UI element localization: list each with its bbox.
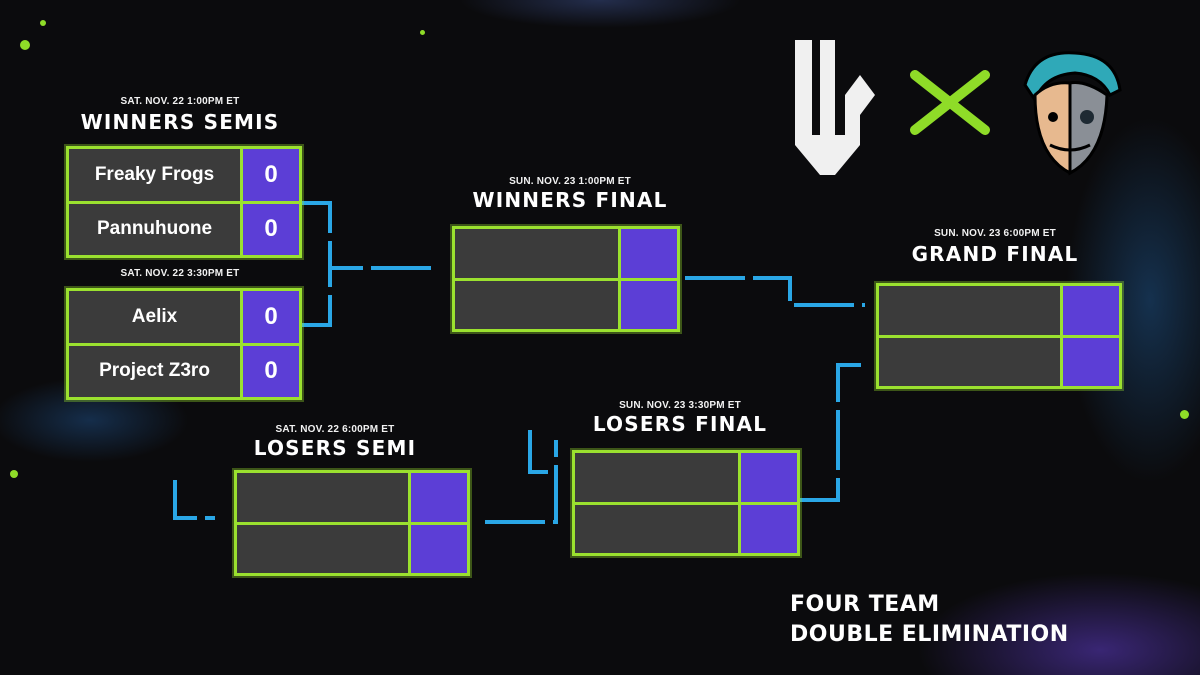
paint-splatter <box>420 30 425 35</box>
team-name: Project Z3ro <box>69 345 243 397</box>
losers-semi-match <box>234 470 470 576</box>
score-slot <box>1063 286 1119 335</box>
losers-final-title: LOSERS FINAL <box>592 412 768 436</box>
losers-semi-time: SAT. NOV. 22 6:00PM ET <box>275 424 395 435</box>
connector-ls-lf <box>485 440 558 524</box>
match-row <box>879 337 1119 386</box>
match-row: Aelix 0 <box>69 291 299 346</box>
team-slot <box>879 286 1063 335</box>
team-score: 0 <box>243 203 299 255</box>
winners-final-match <box>452 226 680 332</box>
grand-final-match <box>876 283 1122 389</box>
match-row <box>879 286 1119 338</box>
score-slot <box>621 280 677 329</box>
match-row <box>455 280 677 329</box>
format-label: FOUR TEAM DOUBLE ELIMINATION <box>790 590 1069 650</box>
match-row: Project Z3ro 0 <box>69 345 299 397</box>
score-slot <box>1063 337 1119 386</box>
winners-semi-2-time: SAT. NOV. 22 3:30PM ET <box>120 268 240 279</box>
paint-splatter <box>10 470 18 478</box>
team-score: 0 <box>243 149 299 201</box>
team-slot <box>575 453 741 502</box>
winners-semi-match-1: Freaky Frogs 0 Pannuhuone 0 <box>66 146 302 258</box>
match-row <box>575 453 797 505</box>
connector-ws2-wf <box>300 268 332 327</box>
team-slot <box>455 280 621 329</box>
team-name: Aelix <box>69 291 243 343</box>
match-row: Pannuhuone 0 <box>69 203 299 255</box>
score-slot <box>411 473 467 522</box>
team-name: Freaky Frogs <box>69 149 243 201</box>
losers-final-match <box>572 450 800 556</box>
score-slot <box>621 229 677 278</box>
paint-splatter <box>20 40 30 50</box>
match-row: Freaky Frogs 0 <box>69 149 299 204</box>
team-slot <box>879 337 1063 386</box>
x-icon <box>910 70 990 135</box>
masked-face-logo-icon <box>1023 51 1122 176</box>
connector-wf-gf <box>685 276 865 307</box>
winners-final-time: SUN. NOV. 23 1:00PM ET <box>509 176 631 187</box>
score-slot <box>741 504 797 553</box>
winners-semis-title: WINNERS SEMIS <box>80 110 280 134</box>
match-row <box>575 504 797 553</box>
team-slot <box>237 524 411 573</box>
losers-final-time: SUN. NOV. 23 3:30PM ET <box>619 400 741 411</box>
match-row <box>455 229 677 281</box>
team-slot <box>455 229 621 278</box>
match-row <box>237 473 467 525</box>
losers-semi-title: LOSERS SEMI <box>253 436 417 460</box>
connector-lf-lfbox <box>528 430 556 474</box>
score-slot <box>411 524 467 573</box>
grand-final-time: SUN. NOV. 23 6:00PM ET <box>934 228 1056 239</box>
team-score: 0 <box>243 345 299 397</box>
paint-splatter <box>1180 410 1189 419</box>
score-slot <box>741 453 797 502</box>
format-line-2: DOUBLE ELIMINATION <box>790 622 1069 647</box>
winners-semis-time: SAT. NOV. 22 1:00PM ET <box>120 96 240 107</box>
team-slot <box>237 473 411 522</box>
winners-final-title: WINNERS FINAL <box>472 188 668 212</box>
team-name: Pannuhuone <box>69 203 243 255</box>
team-score: 0 <box>243 291 299 343</box>
paint-splatter <box>40 20 46 26</box>
match-row <box>237 524 467 573</box>
connector-ws1-wf <box>300 201 438 270</box>
winners-semi-match-2: Aelix 0 Project Z3ro 0 <box>66 288 302 400</box>
connector-ws-ls <box>173 480 215 520</box>
connector-lf-gf <box>800 363 865 502</box>
team-slot <box>575 504 741 553</box>
w-logo-icon <box>795 40 875 175</box>
grand-final-title: GRAND FINAL <box>911 242 1079 266</box>
format-line-1: FOUR TEAM <box>790 592 940 617</box>
